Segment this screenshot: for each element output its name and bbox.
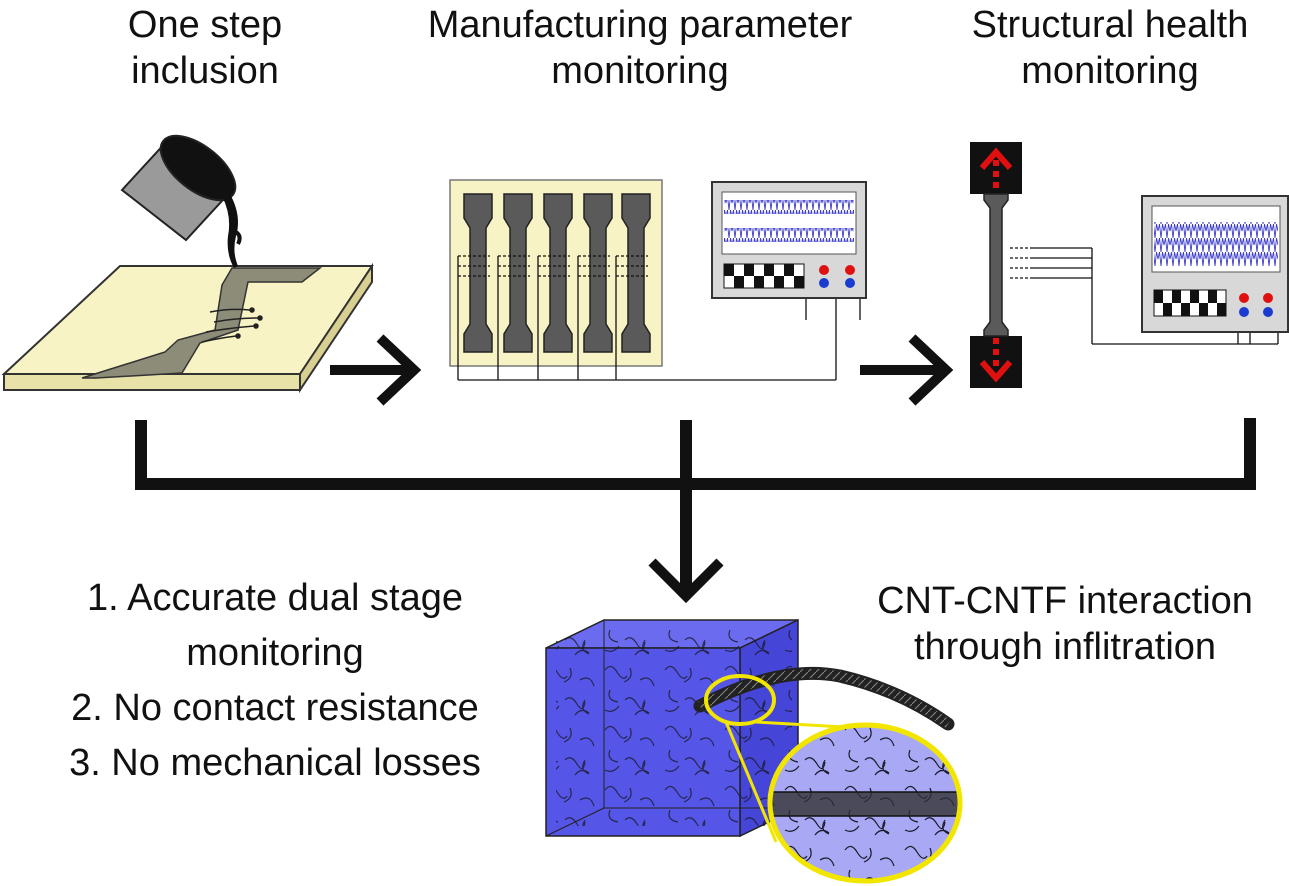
oscilloscope-1-icon — [711, 181, 867, 299]
heading-manufacturing-parameter-monitoring: Manufacturing parameter monitoring — [427, 4, 853, 92]
benefit-1: 1. Accurate dual stage — [86, 577, 464, 619]
merge-bracket — [135, 418, 1256, 594]
benefit-2: 2. No contact resistance — [71, 687, 479, 729]
cnt-cntf-interaction-label: CNT-CNTF interaction through inflitratio… — [877, 580, 1253, 668]
arrow-right-icon — [860, 334, 954, 406]
plate-with-channel — [1, 262, 374, 394]
cnt-fiber — [693, 666, 955, 731]
heading-structural-health-monitoring: Structural health monitoring — [971, 4, 1249, 92]
arrow-right-icon — [330, 334, 422, 406]
heading-one-step-inclusion: One step inclusion — [127, 4, 283, 92]
tensile-specimen — [970, 142, 1279, 388]
specimen-panel — [449, 179, 861, 381]
oscilloscope-2-icon — [1141, 195, 1289, 333]
benefit-3: 3. No mechanical losses — [69, 742, 481, 784]
zoom-callout — [767, 722, 963, 884]
benefit-1-cont: monitoring — [186, 632, 364, 674]
arrow-down-icon — [648, 558, 724, 604]
pouring-container-icon — [120, 134, 242, 268]
